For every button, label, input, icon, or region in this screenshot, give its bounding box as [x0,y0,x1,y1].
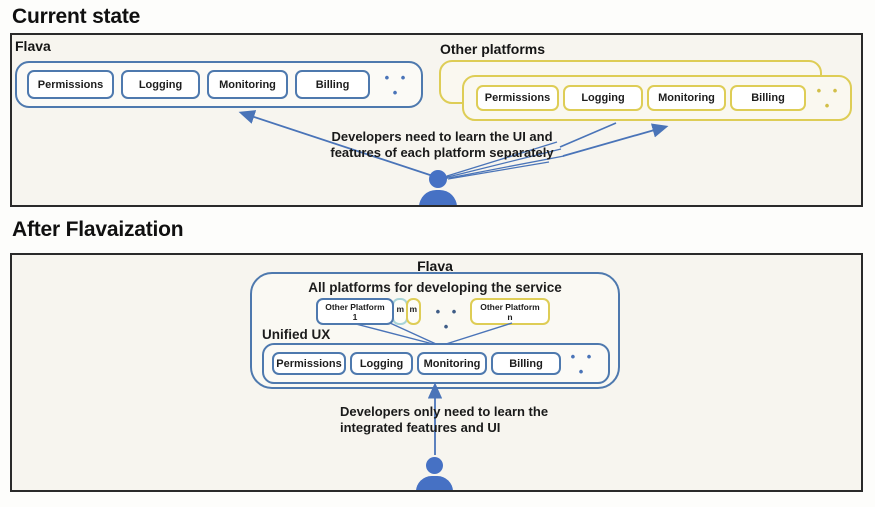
current-state-note: Developers need to learn the UI and feat… [282,129,602,160]
flava-feature-row: Permissions Logging Monitoring Billing •… [17,63,421,106]
feature-chip-permissions: Permissions [476,85,559,111]
current-state-panel: Flava Permissions Logging Monitoring Bil… [10,33,863,207]
feature-chip-billing: Billing [491,352,561,375]
unified-ux-label: Unified UX [262,327,331,342]
flava-label: Flava [417,258,453,274]
other-platform-n-box: Other Platform n [470,298,550,325]
heading-current-state: Current state [12,5,141,28]
other-platform-1-box: Other Platform 1 [316,298,394,325]
feature-chip-logging: Logging [563,85,643,111]
heading-after-flavaization: After Flavaization [12,218,184,241]
feature-chip-permissions: Permissions [27,70,114,99]
after-flavaization-note: Developers only need to learn the integr… [340,404,590,435]
ellipsis-dots: • • • [570,348,596,379]
flava-platform-container: Permissions Logging Monitoring Billing •… [15,61,423,108]
unified-ux-container: Permissions Logging Monitoring Billing •… [262,343,610,384]
ellipsis-dots: • • • [816,83,842,113]
unified-feature-row: Permissions Logging Monitoring Billing •… [264,345,608,382]
note-line-2: integrated features and UI [340,419,501,435]
other-platform-1-label: Other Platform [325,301,385,312]
other-platforms-label: Other platforms [440,41,546,57]
all-platforms-container: All platforms for developing the service… [250,272,620,389]
note-line-1: Developers only need to learn the [340,404,549,419]
feature-chip-permissions: Permissions [272,352,346,375]
ellipsis-dots: • • • [435,304,461,334]
other-platform-1-index: 1 [352,311,358,322]
other-platform-n-index: n [507,311,513,322]
flava-label: Flava [15,38,51,54]
all-platforms-title: All platforms for developing the service [308,280,562,295]
note-line-1: Developers need to learn the UI and [331,129,553,144]
feature-chip-monitoring: Monitoring [207,70,288,99]
feature-chip-monitoring: Monitoring [647,85,726,111]
feature-chip-billing: Billing [295,70,370,99]
feature-chip-monitoring: Monitoring [417,352,487,375]
feature-chip-logging: Logging [121,70,200,99]
feature-chip-logging: Logging [350,352,413,375]
fan-line-4 [447,161,550,180]
note-line-2: features of each platform separately [330,144,554,160]
after-flavaization-panel: Flava All platforms for developing the s… [10,253,863,492]
other-platforms-front-card: Permissions Logging Monitoring Billing •… [462,75,852,121]
ellipsis-dots: • • • [384,69,410,100]
stacked-platform-fragment: m [406,298,421,325]
other-platform-n-label: Other Platform [480,301,540,312]
other-platforms-feature-row: Permissions Logging Monitoring Billing •… [464,77,850,119]
feature-chip-billing: Billing [730,85,806,111]
